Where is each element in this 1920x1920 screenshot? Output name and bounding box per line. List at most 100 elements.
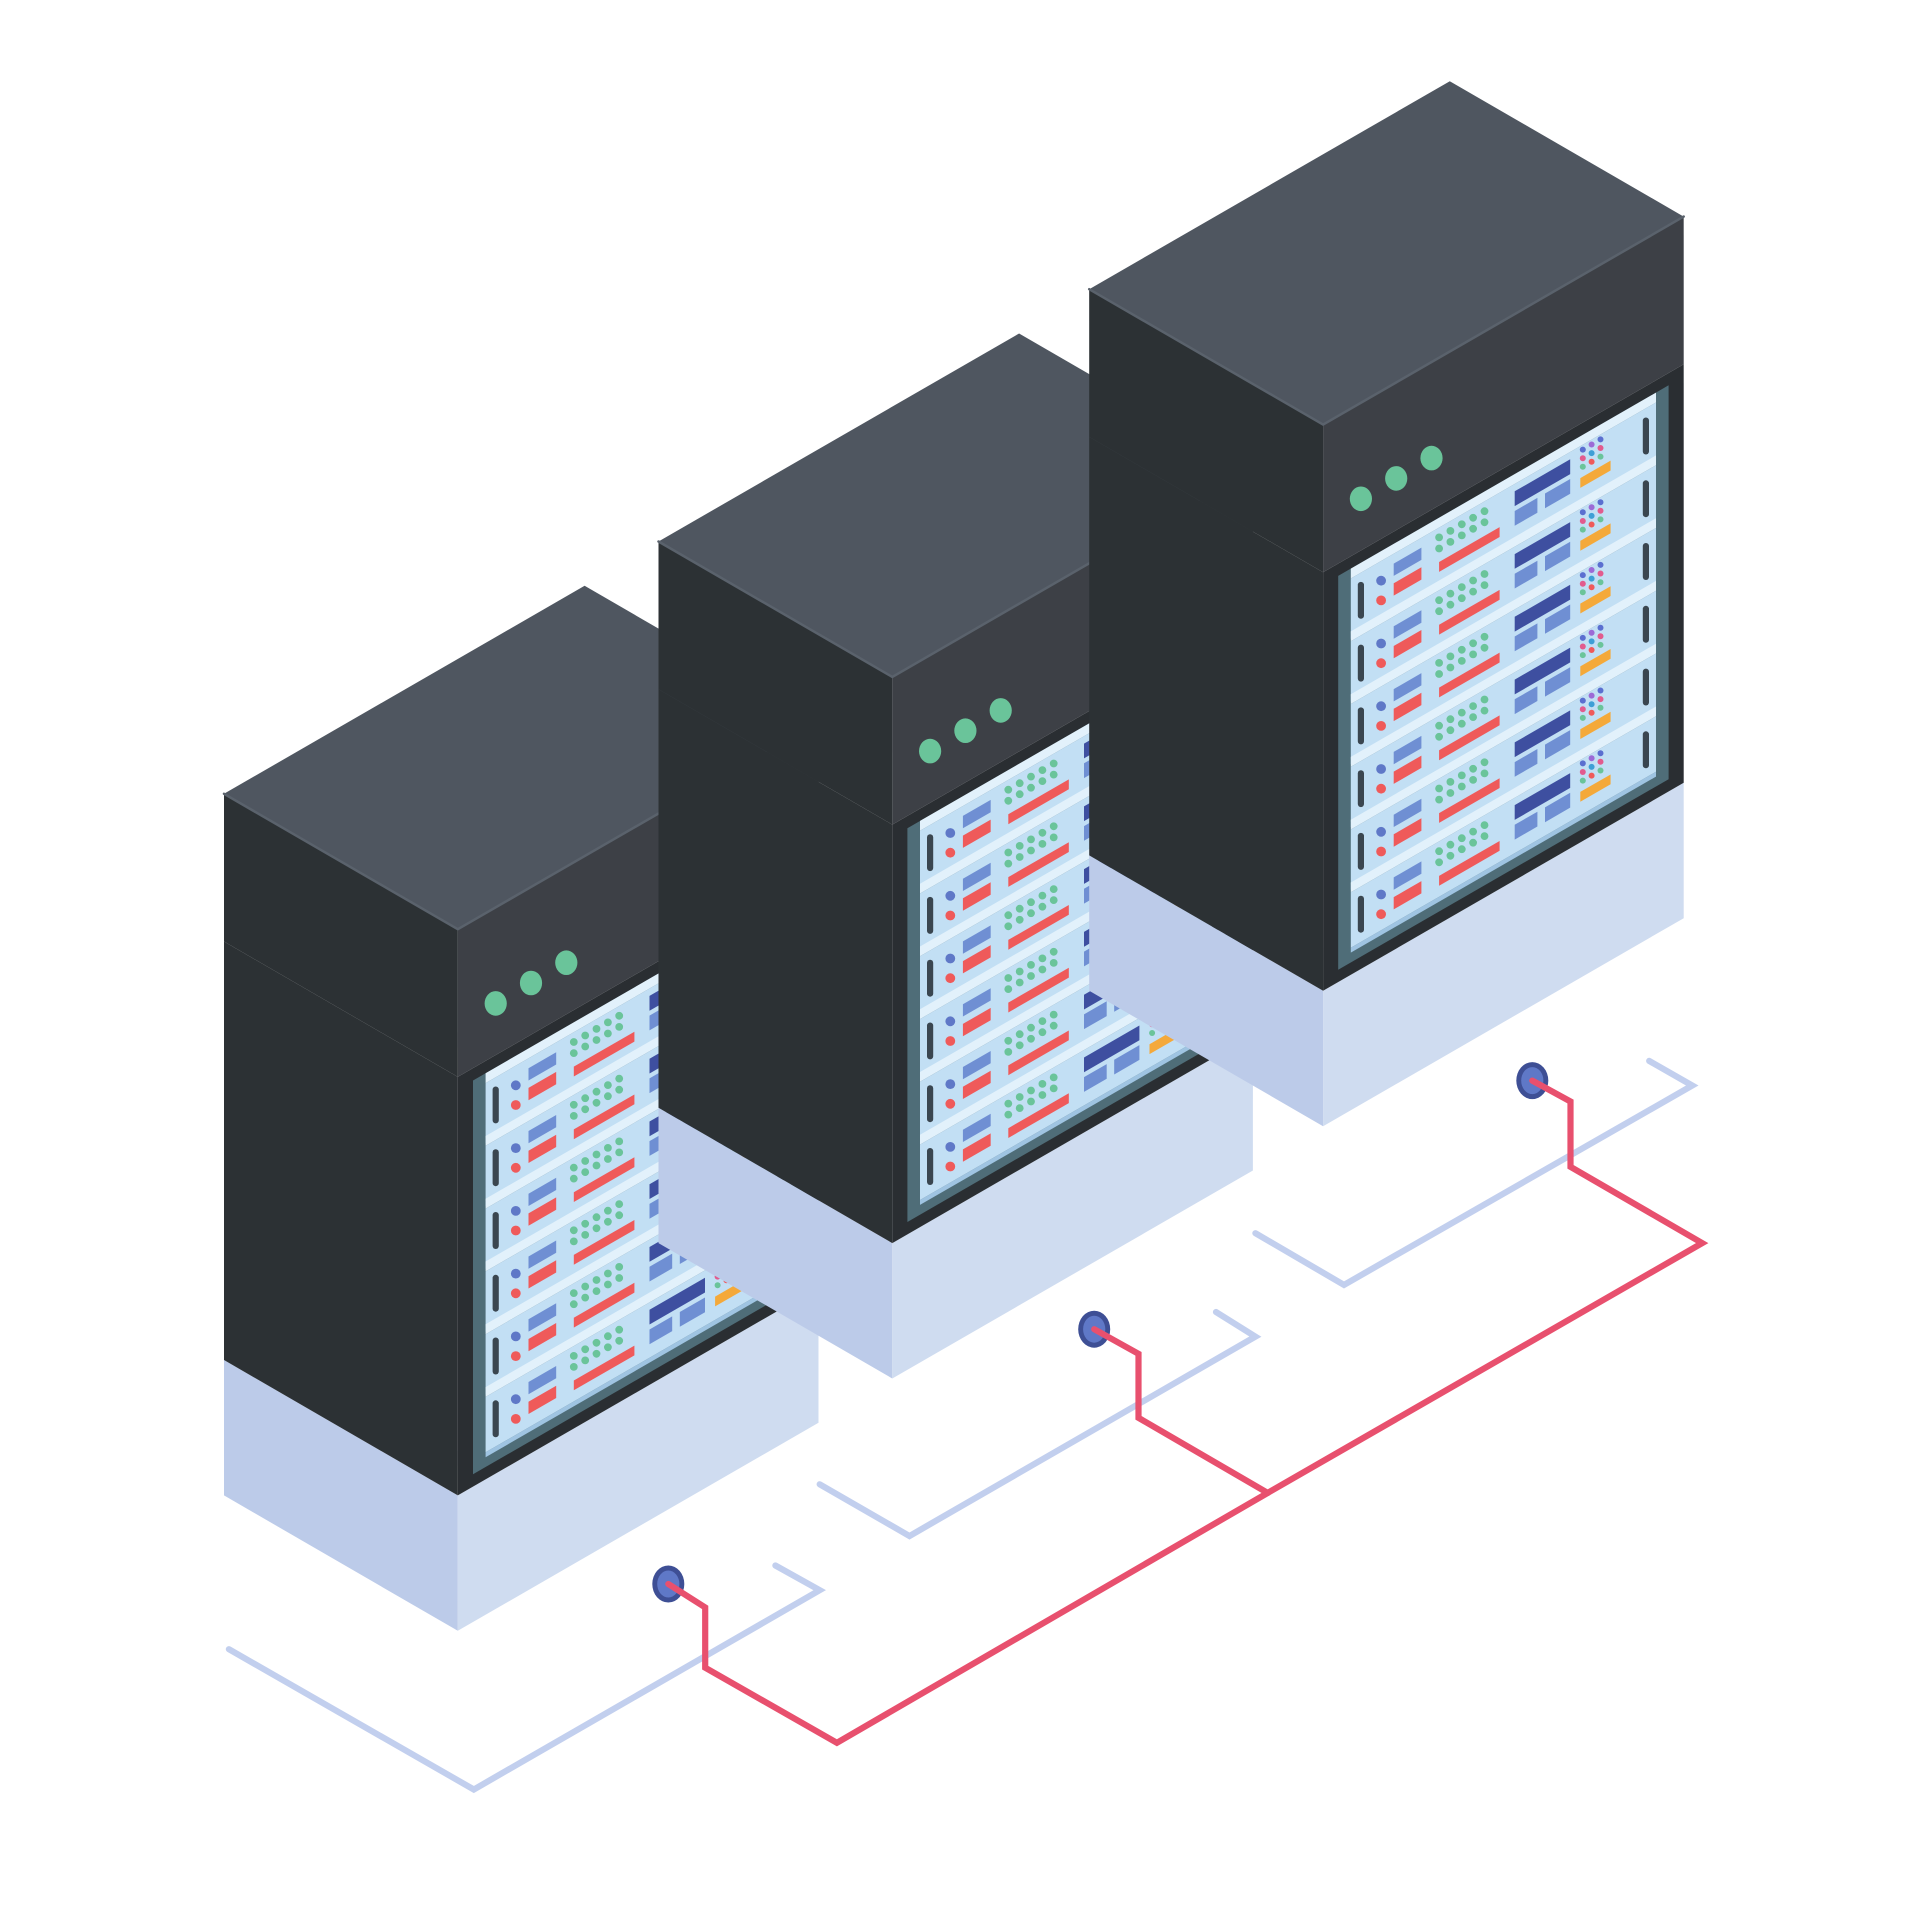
server-unit-top	[1350, 518, 1656, 704]
unit-led	[1597, 704, 1604, 711]
unit-bar-red	[1439, 778, 1500, 823]
unit-led-grid-green	[1004, 1073, 1058, 1119]
unit-led	[1588, 647, 1595, 653]
unit-led	[1597, 436, 1604, 443]
unit-led	[1038, 902, 1047, 911]
unit-display	[1514, 522, 1571, 569]
unit-led	[1588, 629, 1595, 636]
unit-led-grid-mixed	[1579, 687, 1604, 721]
unit-led	[1588, 772, 1595, 779]
unit-led	[1579, 643, 1586, 650]
unit-led	[604, 1092, 612, 1101]
unit-bar-red	[573, 1345, 635, 1391]
unit-block-mid-1	[1514, 623, 1538, 652]
unit-led-grid-green	[569, 1325, 624, 1371]
unit-led-grid-green	[1435, 821, 1489, 867]
unit-led-grid-green	[569, 1263, 624, 1309]
unit-led	[1480, 758, 1489, 767]
unit-led	[1588, 521, 1595, 528]
unit-led-grid-green	[569, 1200, 624, 1246]
unit-block-mid-2	[1545, 479, 1571, 509]
unit-led	[1049, 1084, 1058, 1093]
unit-led	[1469, 838, 1477, 847]
unit-led	[1480, 706, 1489, 715]
unit-led-red	[945, 1161, 956, 1172]
rack-side-panel	[1089, 436, 1324, 991]
unit-bar-red	[1439, 589, 1500, 635]
unit-block-blue	[528, 1177, 557, 1206]
unit-led	[1588, 575, 1595, 582]
unit-led	[1038, 954, 1047, 963]
unit-led-blue	[510, 1206, 521, 1216]
unit-block-blue	[528, 1115, 557, 1144]
unit-block-blue	[962, 1113, 991, 1142]
unit-led	[1469, 776, 1477, 784]
unit-bar-red	[1008, 905, 1069, 950]
unit-led	[1038, 777, 1047, 785]
unit-block-mid-2	[1114, 1045, 1140, 1075]
unit-led	[592, 1213, 601, 1222]
unit-led	[1049, 833, 1058, 842]
unit-led	[1588, 692, 1595, 699]
unit-led	[1469, 513, 1477, 522]
unit-block-blue	[962, 862, 991, 891]
status-lights	[919, 698, 1012, 764]
unit-led	[615, 1211, 624, 1220]
unit-led	[1480, 632, 1489, 641]
unit-led	[615, 1085, 624, 1094]
status-lights	[484, 950, 578, 1016]
unit-led	[615, 1137, 624, 1146]
unit-led-blue	[510, 1331, 521, 1342]
unit-led	[1435, 732, 1443, 741]
unit-block-mid-2	[1545, 604, 1571, 634]
unit-led	[1597, 499, 1604, 506]
server-unit-face	[920, 968, 1226, 1200]
unit-led	[1597, 758, 1604, 765]
unit-led	[604, 1206, 612, 1215]
unit-block-blue	[962, 799, 991, 829]
unit-led-grid-green	[569, 1137, 624, 1183]
unit-led	[1579, 509, 1586, 516]
rack-base-left	[1089, 855, 1324, 1127]
unit-led-blue	[1376, 764, 1386, 774]
server-unit-edge	[1350, 771, 1656, 953]
unit-block-red	[962, 882, 991, 911]
unit-led	[1597, 696, 1604, 703]
unit-led	[1597, 641, 1604, 648]
unit-led	[1015, 978, 1024, 987]
unit-led	[1027, 783, 1035, 792]
unit-led	[1049, 1073, 1058, 1082]
unit-led-red	[510, 1100, 521, 1110]
unit-led	[1588, 450, 1595, 457]
unit-led-red	[945, 847, 956, 858]
unit-led	[1049, 770, 1058, 779]
unit-display	[1514, 459, 1571, 507]
unit-led	[1579, 697, 1586, 704]
unit-led	[581, 1031, 590, 1040]
unit-led	[1480, 769, 1489, 778]
network-cables	[665, 1077, 1709, 1747]
unit-led	[1579, 714, 1586, 721]
unit-led	[1004, 848, 1013, 857]
unit-led	[1457, 771, 1466, 780]
unit-led	[1457, 782, 1466, 791]
unit-led	[1435, 596, 1443, 605]
unit-led	[1469, 702, 1477, 710]
unit-bar-red	[1008, 779, 1069, 825]
unit-display	[1514, 584, 1571, 632]
unit-led	[569, 1112, 578, 1120]
unit-led	[569, 1237, 578, 1246]
unit-bar-red	[1008, 1093, 1069, 1138]
unit-led	[1469, 587, 1477, 596]
unit-led	[1480, 695, 1489, 704]
unit-led	[1435, 847, 1443, 856]
unit-led	[615, 1011, 624, 1020]
unit-led	[1027, 909, 1035, 918]
server-unit-face	[1350, 653, 1656, 885]
unit-led	[1004, 1048, 1013, 1056]
unit-led-grid-green	[1004, 885, 1058, 931]
rack-cap-front	[1323, 216, 1684, 573]
unit-block-red	[962, 819, 991, 848]
unit-led	[1038, 891, 1047, 900]
unit-block-mid-2	[1545, 792, 1571, 823]
